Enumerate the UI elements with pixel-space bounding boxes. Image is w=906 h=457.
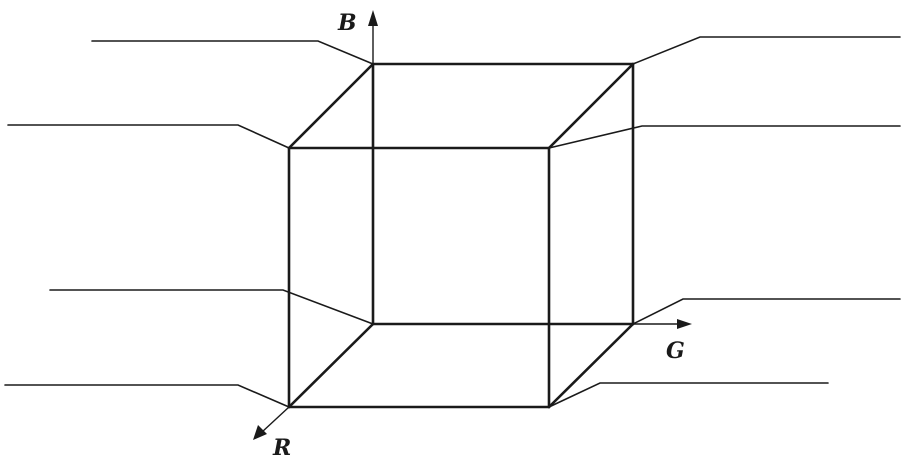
leader-line-back-bottom-left [49,289,374,325]
green-axis-label: G [666,338,685,364]
green-axis-arrowhead [677,319,692,329]
leader-line-front-top-left [7,124,290,149]
red-axis-label: R [272,435,291,457]
leader-lines [4,36,901,408]
leader-line-back-top-right [632,36,901,65]
leader-line-front-bottom-left [4,384,290,408]
leader-line-back-bottom-right [632,298,901,325]
leader-line-front-bottom-right [548,382,829,408]
cube-edge-connect-top-left [287,62,375,150]
cube [287,62,635,409]
leader-line-back-top-left [91,40,374,65]
cube-edge-connect-top-right [547,62,635,150]
axes [253,10,692,440]
leader-line-front-top-right [548,125,901,149]
blue-axis-label: B [337,10,357,36]
cube-edge-connect-bottom-left [287,322,375,409]
cube-edge-connect-bottom-right [547,322,635,409]
red-axis-line [261,406,290,433]
red-axis-arrowhead [253,425,267,440]
blue-axis-arrowhead [368,10,378,26]
